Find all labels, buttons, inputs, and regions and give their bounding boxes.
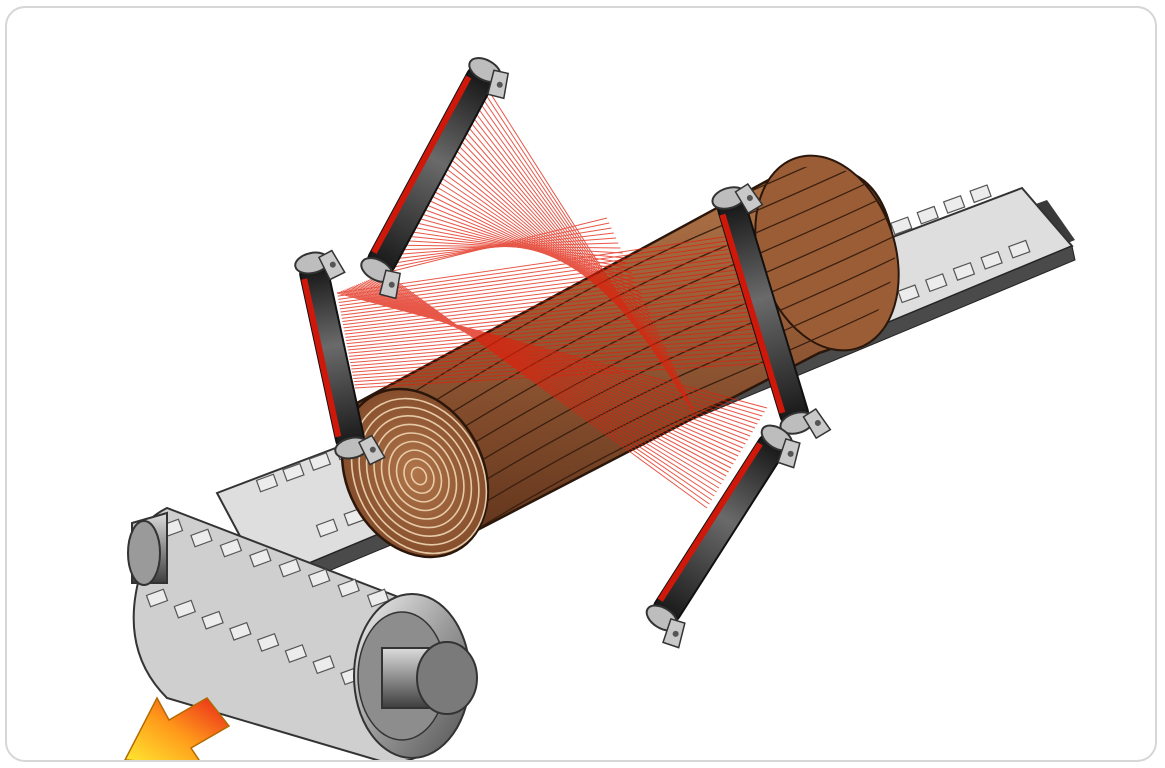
direction-arrow-icon — [124, 696, 231, 760]
log-scanner-diagram — [124, 57, 1076, 760]
light-curtain-sensor-icon — [294, 57, 832, 649]
light-curtain-beams — [336, 87, 768, 509]
diagram-frame — [5, 6, 1157, 762]
